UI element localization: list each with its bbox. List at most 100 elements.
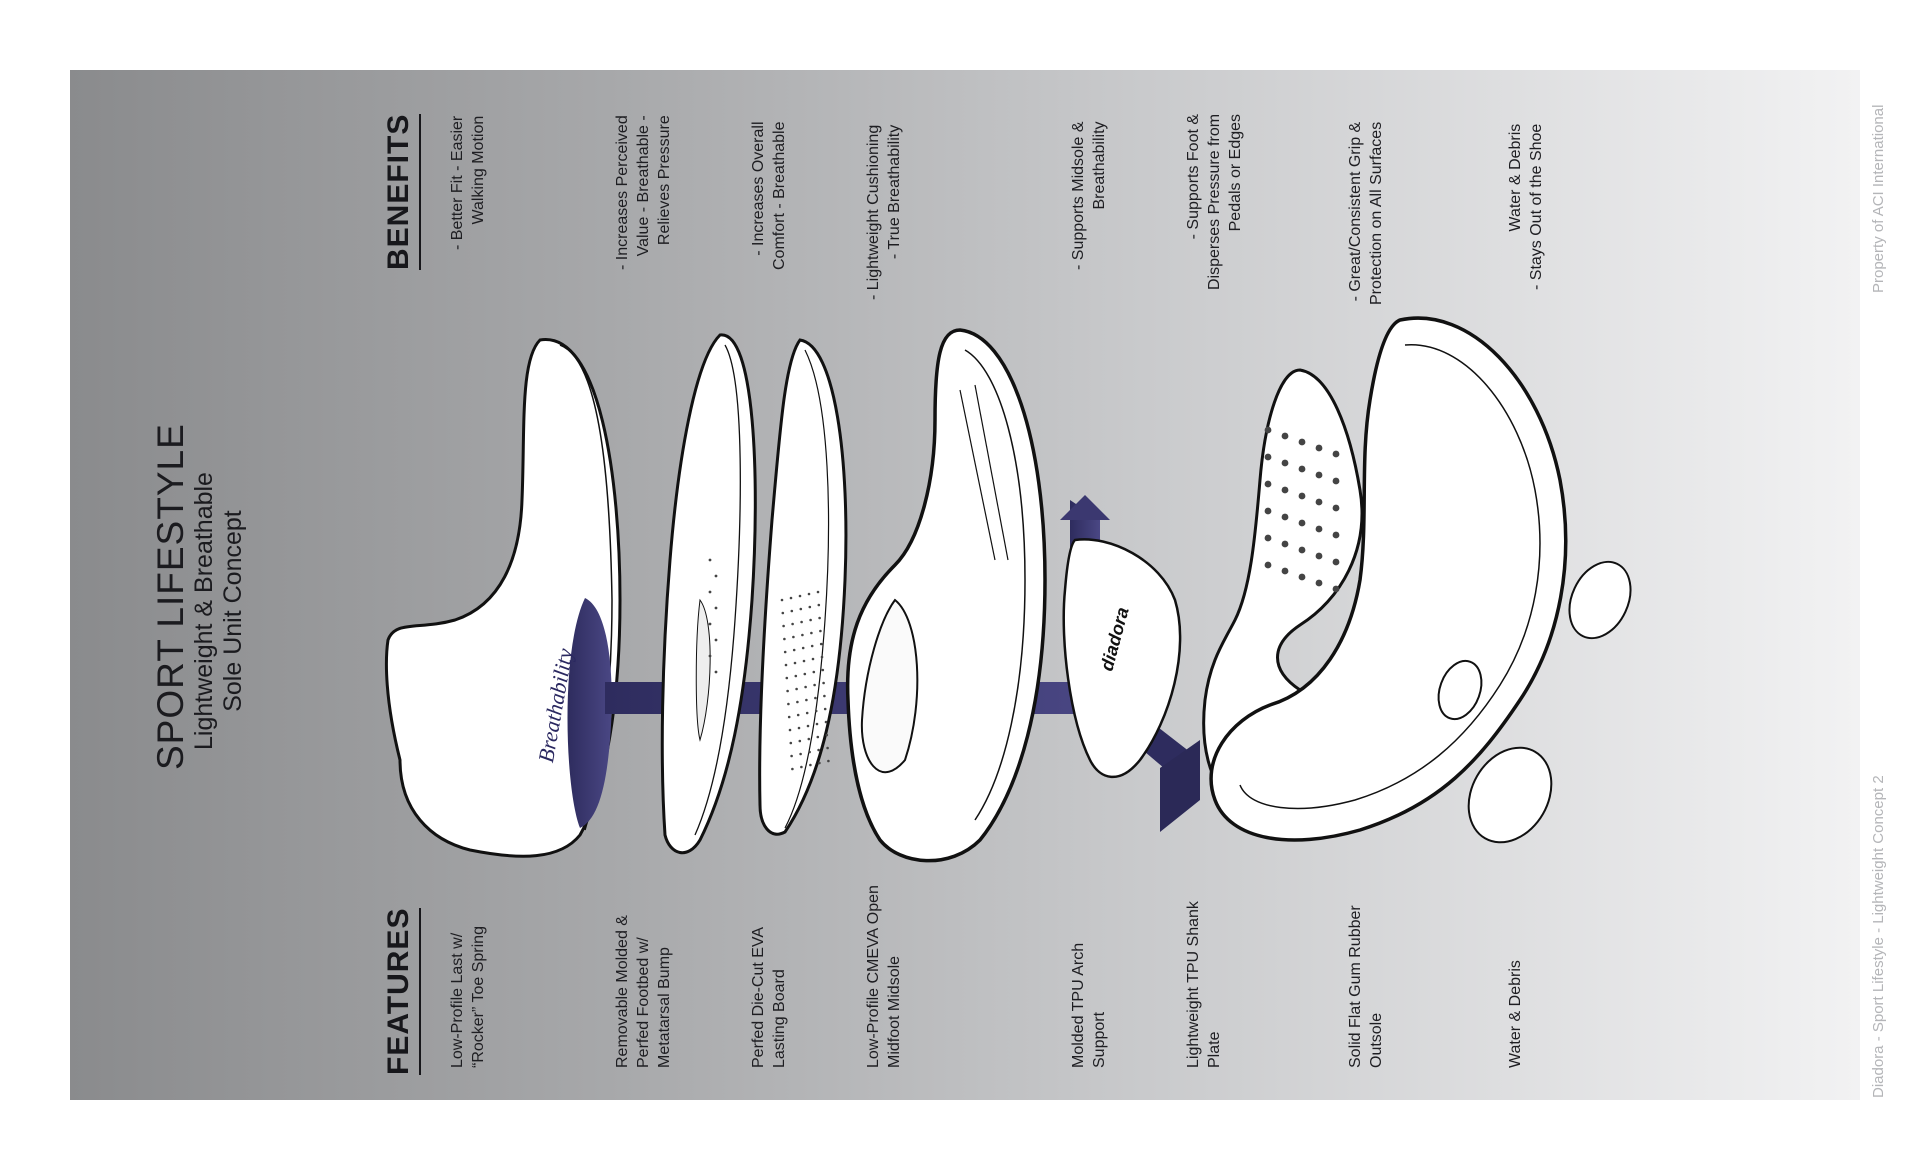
- perforation-dot: [797, 714, 800, 717]
- perforation-dot: [783, 638, 786, 641]
- perforation-dot: [798, 727, 801, 730]
- perforation-dot: [1316, 580, 1323, 587]
- perforation-dot: [786, 677, 789, 680]
- perforation-dot: [1333, 451, 1340, 458]
- feature-item: Water & Debris: [1505, 960, 1526, 1068]
- perforation-dot: [818, 617, 821, 620]
- footer-caption: Diadora - Sport Lifestyle - Lightweight …: [1870, 775, 1887, 1098]
- perforation-dot: [802, 647, 805, 650]
- benefit-item: - Great/Consistent Grip & Protection on …: [1345, 122, 1387, 305]
- perforation-dot: [709, 655, 712, 658]
- benefit-item: - Increases Overall Comfort - Breathable: [748, 121, 790, 270]
- perforation-dot: [800, 608, 803, 611]
- perforation-dot: [1282, 514, 1289, 521]
- perforation-dot: [803, 660, 806, 663]
- perforation-dot: [787, 703, 790, 706]
- perforation-dot: [796, 701, 799, 704]
- perforation-dot: [788, 716, 791, 719]
- perforation-dot: [1265, 535, 1272, 542]
- lasting-board-part: [760, 340, 846, 834]
- benefits-heading: BENEFITS: [382, 114, 416, 270]
- perforation-dot: [1316, 499, 1323, 506]
- feature-item: Removable Molded & Perfed Footbed w/ Met…: [612, 915, 675, 1068]
- perforation-dot: [1265, 508, 1272, 515]
- midsole-part: [848, 330, 1045, 861]
- feature-item: Low-Profile CMEVA Open Midfoot Midsole: [863, 885, 905, 1068]
- perforation-dot: [804, 686, 807, 689]
- perforation-dot: [1299, 574, 1306, 581]
- perforation-dot: [812, 658, 815, 661]
- perforation-dot: [809, 764, 812, 767]
- perforation-dot: [808, 751, 811, 754]
- benefit-item: - Supports Foot & Disperses Pressure fro…: [1183, 114, 1246, 290]
- perforation-dot: [1299, 439, 1306, 446]
- benefit-item: - Supports Midsole & Breathability: [1068, 121, 1110, 270]
- perforation-dot: [795, 688, 798, 691]
- perforation-dot: [793, 649, 796, 652]
- footer-property: Property of ACI International: [1870, 105, 1887, 293]
- perforation-dot: [1333, 478, 1340, 485]
- perforation-dot: [1265, 481, 1272, 488]
- perforation-dot: [1282, 487, 1289, 494]
- feature-item: Perfed Die-Cut EVA Lasting Board: [748, 927, 790, 1068]
- perforation-dot: [791, 610, 794, 613]
- perforation-dot: [709, 623, 712, 626]
- perforation-dot: [816, 723, 819, 726]
- perforation-dot: [1265, 562, 1272, 569]
- perforation-dot: [811, 645, 814, 648]
- feature-item: Molded TPU Arch Support: [1068, 943, 1110, 1068]
- perforation-dot: [791, 768, 794, 771]
- perforation-dot: [715, 607, 718, 610]
- perforation-dot: [826, 747, 829, 750]
- perforation-dot: [826, 734, 829, 737]
- perforation-dot: [804, 673, 807, 676]
- perforation-dot: [806, 712, 809, 715]
- perforation-dot: [782, 625, 785, 628]
- perforation-dot: [1333, 505, 1340, 512]
- perforation-dot: [794, 662, 797, 665]
- perforation-dot: [790, 597, 793, 600]
- page-title: SPORT LIFESTYLE: [150, 423, 192, 770]
- perforation-dot: [791, 623, 794, 626]
- perforation-dot: [800, 766, 803, 769]
- perforation-dot: [1282, 433, 1289, 440]
- perforation-dot: [1282, 541, 1289, 548]
- perforation-dot: [805, 699, 808, 702]
- perforation-dot: [1265, 427, 1272, 434]
- perforation-dot: [715, 575, 718, 578]
- benefit-item: Water & Debris - Stays Out of the Shoe: [1505, 124, 1547, 290]
- perforation-dot: [809, 619, 812, 622]
- perforation-dot: [795, 675, 798, 678]
- perforation-dot: [1333, 532, 1340, 539]
- perforation-dot: [820, 643, 823, 646]
- perforation-dot: [1316, 526, 1323, 533]
- perforation-dot: [813, 671, 816, 674]
- perforation-dot: [1299, 547, 1306, 554]
- perforation-dot: [799, 595, 802, 598]
- perforation-dot: [810, 632, 813, 635]
- footbed-part: [662, 335, 755, 853]
- perforation-dot: [808, 738, 811, 741]
- perforation-dot: [1316, 472, 1323, 479]
- perforation-dot: [782, 612, 785, 615]
- benefit-item: - Better Fit - Easier Walking Motion: [447, 116, 489, 250]
- perforation-dot: [709, 591, 712, 594]
- perforation-dot: [823, 695, 826, 698]
- page-subtitle: Lightweight & Breathable Sole Unit Conce…: [190, 472, 248, 750]
- benefit-item: - Increases Perceived Value - Breathable…: [612, 115, 675, 270]
- perforation-dot: [1265, 454, 1272, 461]
- perforation-dot: [781, 599, 784, 602]
- perforation-dot: [1299, 520, 1306, 527]
- perforation-dot: [814, 697, 817, 700]
- perforation-dot: [807, 725, 810, 728]
- perforation-dot: [822, 682, 825, 685]
- perforation-dot: [786, 690, 789, 693]
- perforation-dot: [799, 753, 802, 756]
- perforation-dot: [819, 630, 822, 633]
- perforation-dot: [792, 636, 795, 639]
- perforation-dot: [822, 669, 825, 672]
- perforation-dot: [808, 593, 811, 596]
- perforation-dot: [785, 664, 788, 667]
- perforation-dot: [1316, 445, 1323, 452]
- perforation-dot: [1299, 466, 1306, 473]
